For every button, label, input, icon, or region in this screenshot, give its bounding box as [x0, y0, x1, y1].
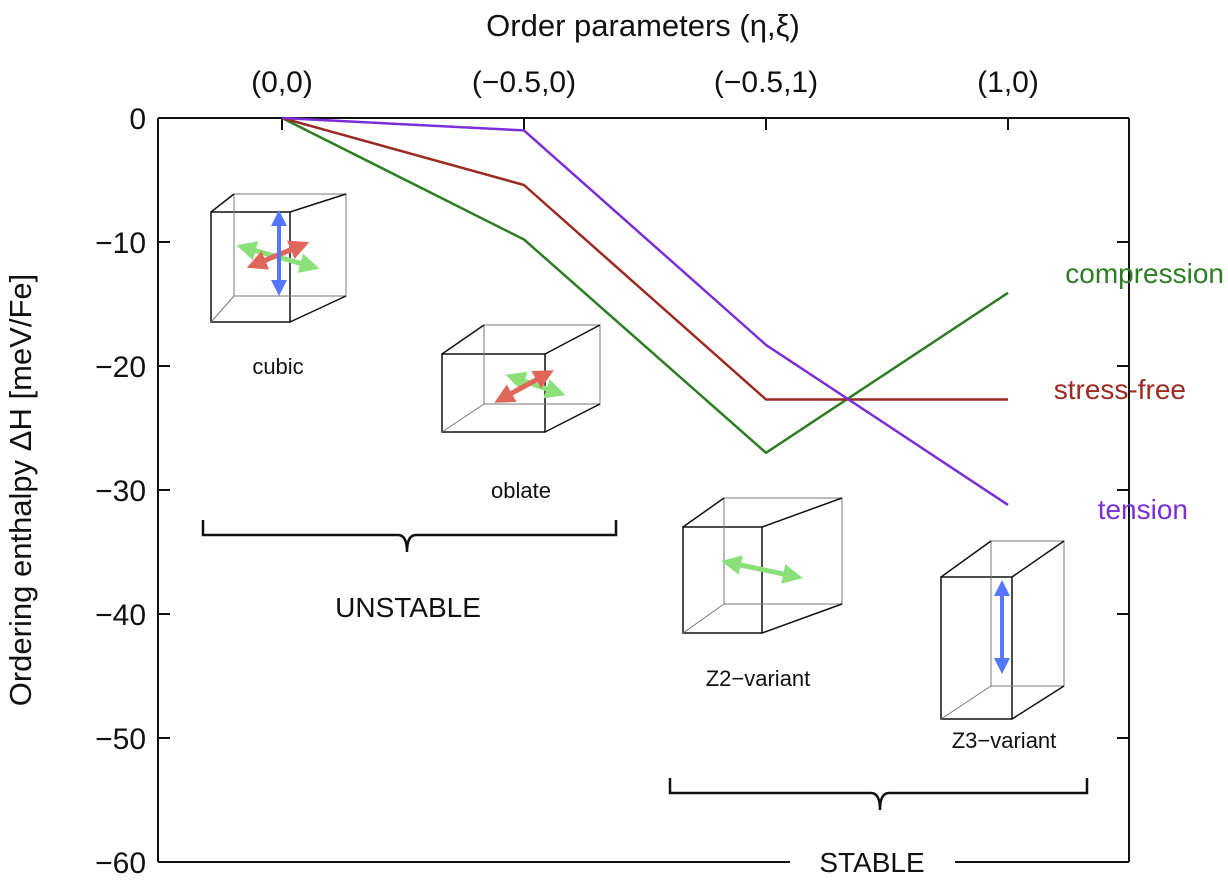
y-tick-label: −40 — [95, 599, 146, 632]
cubic-edge — [289, 193, 347, 213]
z3-edge — [940, 685, 992, 720]
z2-green-arrow — [721, 555, 803, 584]
series-label-tension: tension — [1098, 494, 1188, 525]
z2-edge — [682, 497, 725, 528]
series-lines: compression stress-free tension — [281, 116, 1224, 525]
stable-brace — [668, 778, 1089, 811]
oblate-back-face — [483, 324, 601, 405]
z2-back-face — [723, 497, 843, 605]
oblate-edge — [544, 324, 601, 355]
stable-label: STABLE — [819, 847, 924, 878]
oblate-edge — [544, 403, 601, 433]
oblate-edge — [441, 324, 485, 355]
z2-front-face — [682, 526, 763, 634]
cubic-label: cubic — [252, 354, 303, 379]
z3-edge — [940, 540, 992, 578]
y-tick-label: −50 — [95, 723, 146, 756]
z3-variant-structure-illustration — [940, 540, 1065, 720]
x-axis-title: Order parameters (η,ξ) — [486, 8, 800, 43]
y-tick-label: −60 — [95, 847, 146, 880]
z2-edge — [761, 497, 843, 528]
unstable-label: UNSTABLE — [335, 592, 481, 623]
y-axis-title: Ordering enthalpy ΔH [meV/Fe] — [3, 274, 38, 707]
z2-variant-structure-illustration — [682, 497, 843, 634]
y-tick-label: −30 — [95, 475, 146, 508]
z2-variant-label: Z2−variant — [706, 666, 811, 691]
unstable-brace — [201, 520, 618, 553]
oblate-label: oblate — [491, 478, 551, 503]
series-label-stress-free: stress-free — [1054, 374, 1186, 405]
z3-edge — [1011, 685, 1065, 720]
series-line-compression — [281, 116, 1009, 455]
z3-variant-label: Z3−variant — [952, 728, 1057, 753]
x-tick-label: (−0.5,0) — [472, 66, 576, 99]
y-tick-label: −20 — [95, 351, 146, 384]
y-axis-ticks: 0 −10 −20 −30 −40 −50 −60 — [95, 103, 1129, 880]
x-tick-label: (0,0) — [251, 66, 313, 99]
x-tick-label: (−0.5,1) — [714, 66, 818, 99]
oblate-edge — [441, 403, 485, 433]
y-tick-label: 0 — [129, 103, 146, 136]
oblate-structure-illustration — [441, 324, 601, 433]
z3-edge — [1011, 540, 1065, 578]
series-line-stress-free — [281, 116, 1008, 401]
series-label-compression: compression — [1065, 258, 1224, 289]
cubic-structure-illustration — [210, 193, 347, 323]
series-line-tension — [281, 116, 1009, 506]
cubic-edge — [289, 295, 347, 323]
x-tick-label: (1,0) — [977, 66, 1039, 99]
z2-edge — [682, 603, 725, 634]
oblate-red-arrow — [494, 370, 554, 403]
x-axis-ticks: (0,0) (−0.5,0) (−0.5,1) (1,0) — [251, 66, 1039, 130]
oblate-front-face — [441, 353, 546, 433]
y-tick-label: −10 — [95, 227, 146, 260]
z2-edge — [761, 603, 843, 634]
cubic-edge — [210, 193, 235, 213]
cubic-edge — [210, 295, 235, 323]
